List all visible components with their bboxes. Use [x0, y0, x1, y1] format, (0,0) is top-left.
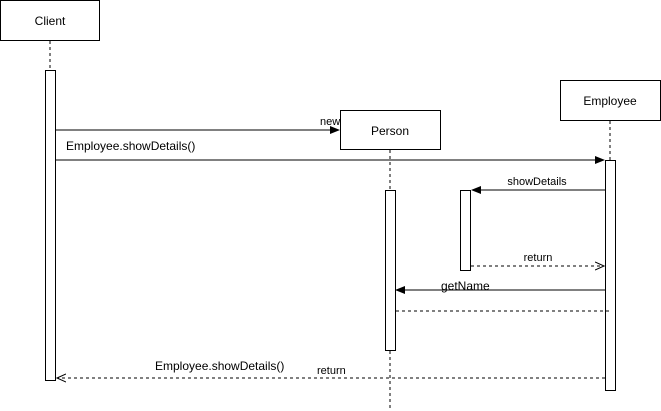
message-return-inner-label: return — [524, 252, 553, 264]
message-show-details-label: showDetails — [507, 176, 567, 188]
person-activation-bar[interactable] — [385, 190, 396, 351]
message-get-name-label: getName — [441, 279, 490, 293]
message-return-client-label: return — [317, 365, 346, 377]
message-client-call-label: Employee.showDetails() — [66, 139, 195, 153]
inner-activation-bar[interactable] — [460, 190, 471, 271]
client-label: Client — [35, 14, 66, 28]
employee-box[interactable] — [560, 80, 661, 121]
person-label: Person — [371, 124, 409, 138]
message-new-label: new — [320, 116, 340, 128]
lifeline-employee[interactable]: Employee — [560, 80, 661, 391]
client-box[interactable] — [0, 0, 100, 41]
lifeline-client[interactable]: Client — [0, 0, 100, 381]
employee-label: Employee — [583, 94, 637, 108]
lifeline-person[interactable]: Person — [340, 110, 441, 411]
client-activation-bar[interactable] — [45, 70, 56, 381]
message-return-client-text: Employee.showDetails() — [155, 359, 284, 373]
employee-activation-bar[interactable] — [605, 160, 616, 391]
person-box[interactable] — [340, 110, 441, 150]
